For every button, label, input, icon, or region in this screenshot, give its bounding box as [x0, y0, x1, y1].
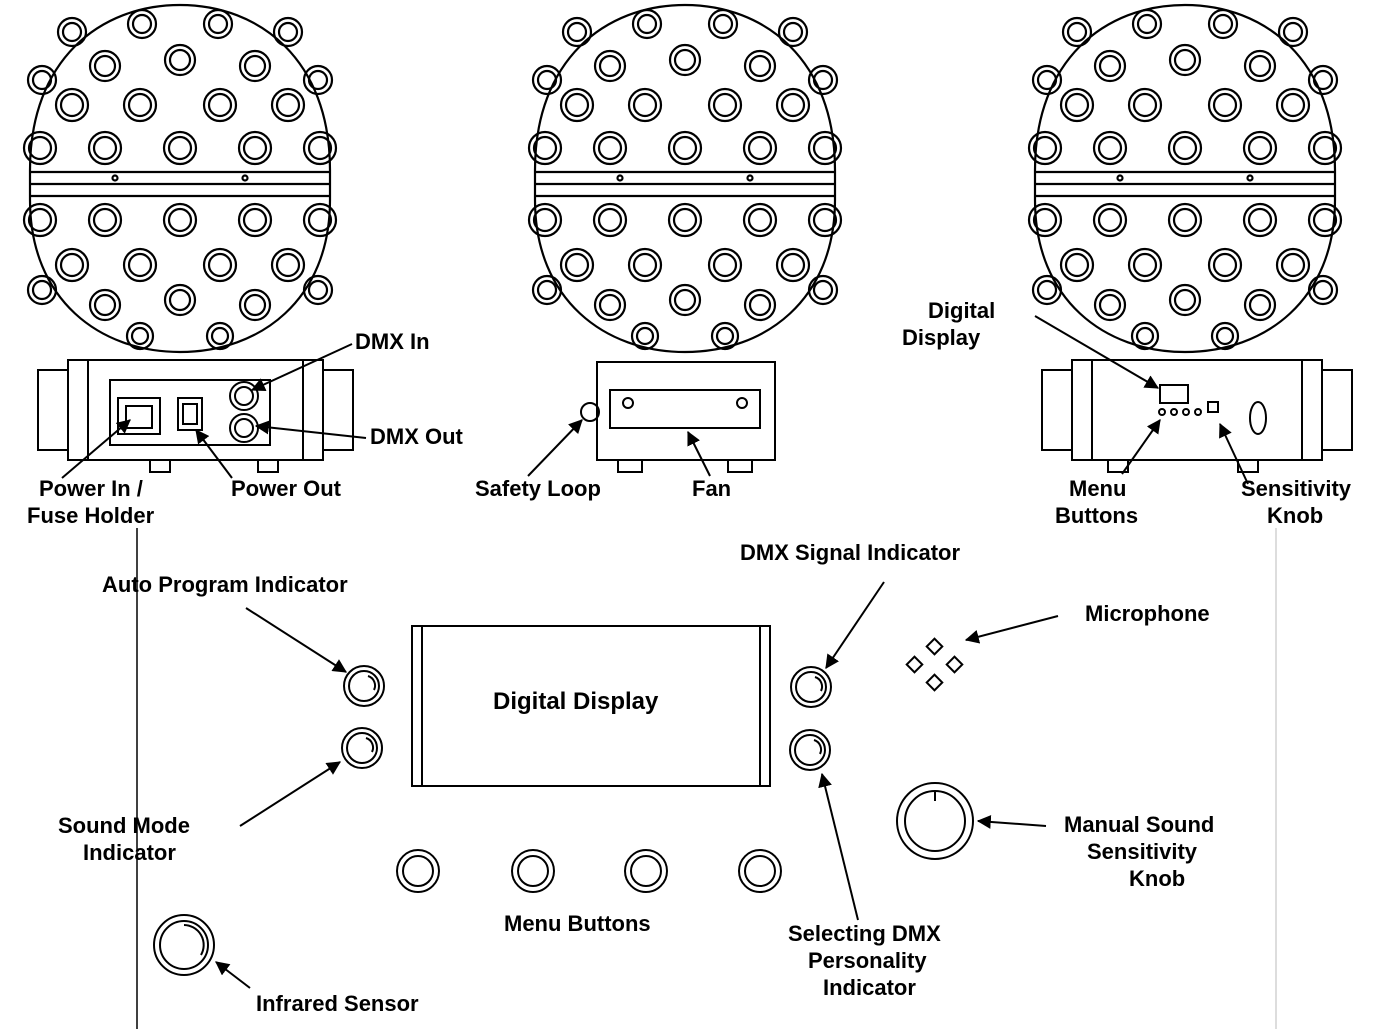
mirror-ball-left	[22, 3, 338, 354]
sound-mode-indicator-led	[341, 727, 383, 769]
digital-display-label-line2: Display	[902, 325, 981, 350]
manual-sound-label-line2: Sensitivity	[1087, 839, 1198, 864]
power-in-label-line1: Power In /	[39, 476, 143, 501]
infrared-sensor-arrow	[215, 961, 251, 989]
mini-display-icon	[1159, 384, 1189, 404]
control-panel: Digital Display Auto Program Indicator S…	[58, 528, 1277, 1029]
front-base	[1041, 359, 1353, 473]
sensitivity-knob-label-line1: Sensitivity	[1241, 476, 1352, 501]
microphone-icon	[905, 637, 964, 692]
microphone-arrow	[964, 615, 1059, 644]
auto-program-arrow	[245, 607, 347, 673]
dmx-out-arrow	[254, 420, 367, 439]
power-out-socket-icon	[177, 397, 203, 431]
menu-button-2[interactable]	[511, 849, 555, 893]
fan-arrow	[687, 430, 711, 477]
power-in-label-line2: Fuse Holder	[27, 503, 155, 528]
dmx-personality-indicator-led	[789, 729, 831, 771]
mirror-ball-middle	[527, 3, 843, 354]
microphone-label: Microphone	[1085, 601, 1210, 626]
safety-loop-icon	[580, 402, 600, 422]
dmx-in-connector-icon	[229, 381, 259, 411]
sound-mode-label-line1: Sound Mode	[58, 813, 190, 838]
front-callouts: Digital Display Menu Buttons Sensitivity…	[902, 298, 1352, 528]
digital-display-text: Digital Display	[493, 688, 659, 715]
selecting-dmx-label-line3: Indicator	[823, 975, 916, 1000]
sensitivity-knob[interactable]	[896, 782, 974, 860]
power-inlet-icon	[117, 397, 161, 435]
dmx-personality-arrow	[818, 772, 859, 921]
dmx-out-label: DMX Out	[370, 424, 464, 449]
mirror-ball-right	[1027, 3, 1343, 354]
auto-program-indicator-led	[343, 665, 385, 707]
auto-program-label: Auto Program Indicator	[102, 572, 348, 597]
dmx-signal-arrow	[825, 581, 885, 669]
rear-callouts: DMX In DMX Out Power In / Fuse Holder Po…	[27, 329, 464, 528]
dmx-in-arrow	[250, 343, 353, 391]
digital-display-label-line1: Digital	[928, 298, 995, 323]
safety-loop-label: Safety Loop	[475, 476, 601, 501]
dmx-in-label: DMX In	[355, 329, 430, 354]
sensitivity-knob-label-line2: Knob	[1267, 503, 1323, 528]
sensitivity-knob-arrow	[1219, 422, 1249, 485]
selecting-dmx-label-line2: Personality	[808, 948, 927, 973]
side-view: Safety Loop Fan	[475, 3, 843, 501]
menu-button-3[interactable]	[624, 849, 668, 893]
sensitivity-knob-panel-arrow	[976, 814, 1047, 829]
sound-mode-arrow	[239, 761, 341, 827]
power-out-arrow	[195, 429, 233, 479]
menu-button-4[interactable]	[738, 849, 782, 893]
fan-grille-icon	[609, 389, 761, 429]
panel-callout-arrows	[215, 581, 1059, 989]
menu-buttons-panel-label: Menu Buttons	[504, 911, 651, 936]
manual-sound-label-line1: Manual Sound	[1064, 812, 1214, 837]
panel-labels: Digital Display Auto Program Indicator S…	[58, 540, 1214, 1016]
sound-mode-label-line2: Indicator	[83, 840, 176, 865]
menu-buttons-arrow	[1121, 419, 1161, 475]
manual-sound-label-line3: Knob	[1129, 866, 1185, 891]
mini-knob-icon	[1207, 401, 1219, 413]
dmx-signal-indicator-led	[790, 666, 832, 708]
digital-display-screen	[411, 625, 771, 787]
menu-buttons-label-line1: Menu	[1069, 476, 1126, 501]
dmx-signal-label: DMX Signal Indicator	[740, 540, 960, 565]
infrared-sensor-label: Infrared Sensor	[256, 991, 419, 1016]
power-in-arrow	[61, 419, 131, 479]
power-out-label: Power Out	[231, 476, 342, 501]
side-base	[580, 361, 776, 473]
infrared-sensor-icon	[153, 914, 215, 976]
side-callouts: Safety Loop Fan	[475, 419, 731, 501]
front-view: Digital Display Menu Buttons Sensitivity…	[902, 3, 1353, 528]
rear-view: DMX In DMX Out Power In / Fuse Holder Po…	[22, 3, 464, 528]
menu-buttons-label-line2: Buttons	[1055, 503, 1138, 528]
menu-button-1[interactable]	[396, 849, 440, 893]
fan-label: Fan	[692, 476, 731, 501]
digital-display-arrow	[1034, 315, 1160, 389]
rear-base	[37, 359, 354, 473]
selecting-dmx-label-line1: Selecting DMX	[788, 921, 941, 946]
safety-loop-arrow	[527, 419, 583, 477]
